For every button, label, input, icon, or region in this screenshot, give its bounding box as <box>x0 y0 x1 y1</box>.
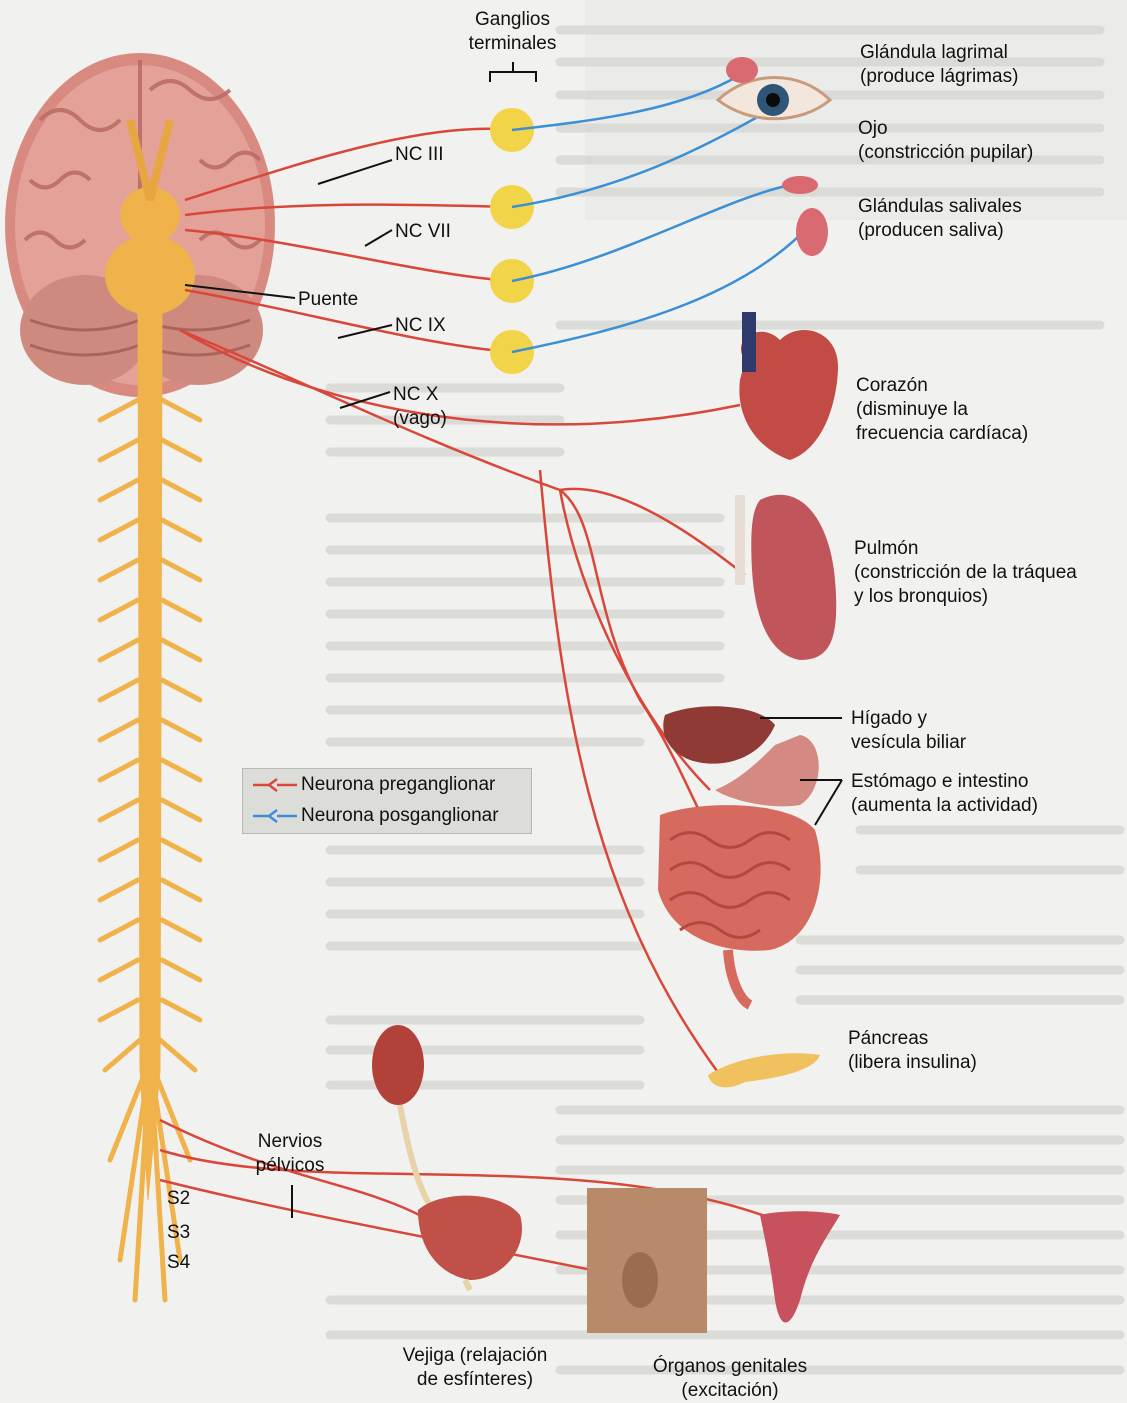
legend: Neurona preganglionar Neurona posganglio… <box>242 768 532 834</box>
label-pulmon-line1: Pulmón <box>854 537 1077 561</box>
label-corazon: Corazón (disminuye la frecuencia cardíac… <box>856 374 1028 446</box>
spinal-cord <box>100 300 200 1300</box>
eye-illustration <box>718 57 830 119</box>
label-higado: Hígado y vesícula biliar <box>851 707 966 755</box>
label-ojo-line2: (constricción pupilar) <box>858 141 1033 165</box>
label-ganglios-line2: terminales <box>455 32 570 56</box>
legend-item-posganglionar: Neurona posganglionar <box>243 802 531 832</box>
heart-illustration <box>739 312 838 460</box>
label-ganglios-line1: Ganglios <box>455 8 570 32</box>
label-corazon-line1: Corazón <box>856 374 1028 398</box>
lung-illustration <box>735 495 836 660</box>
label-glandula-lagrimal-line1: Glándula lagrimal <box>860 41 1018 65</box>
label-s2: S2 <box>167 1187 190 1211</box>
label-ganglios-terminales: Ganglios terminales <box>455 8 570 56</box>
label-glandula-lagrimal-line2: (produce lágrimas) <box>860 65 1018 89</box>
ganglia-bracket <box>490 62 536 82</box>
label-nc-iii: NC III <box>395 143 444 167</box>
label-pancreas: Páncreas (libera insulina) <box>848 1027 977 1075</box>
label-nervios-pelvicos-line1: Nervios <box>240 1130 340 1154</box>
label-nervios-pelvicos: Nervios pélvicos <box>240 1130 340 1178</box>
label-glandulas-salivales: Glándulas salivales (producen saliva) <box>858 195 1022 243</box>
label-vejiga-line2: de esfínteres) <box>380 1368 570 1392</box>
label-ojo: Ojo (constricción pupilar) <box>858 117 1033 165</box>
bladder-illustration <box>372 1025 522 1290</box>
label-higado-line2: vesícula biliar <box>851 731 966 755</box>
genitals-illustration <box>587 1188 840 1333</box>
digestive-organs-illustration <box>658 706 821 1005</box>
label-higado-line1: Hígado y <box>851 707 966 731</box>
label-glandula-lagrimal: Glándula lagrimal (produce lágrimas) <box>860 41 1018 89</box>
label-pancreas-line1: Páncreas <box>848 1027 977 1051</box>
label-pulmon-line2: (constricción de la tráquea <box>854 561 1077 585</box>
label-estomago-line1: Estómago e intestino <box>851 770 1038 794</box>
label-nc-x-line2: (vago) <box>393 407 447 431</box>
label-s3: S3 <box>167 1221 190 1245</box>
label-glandulas-salivales-line1: Glándulas salivales <box>858 195 1022 219</box>
label-corazon-line2: (disminuye la <box>856 398 1028 422</box>
label-s4: S4 <box>167 1251 190 1275</box>
label-genitales-line2: (excitación) <box>630 1379 830 1403</box>
label-puente: Puente <box>298 288 358 312</box>
label-nervios-pelvicos-line2: pélvicos <box>240 1154 340 1178</box>
label-genitales: Órganos genitales (excitación) <box>630 1355 830 1403</box>
label-genitales-line1: Órganos genitales <box>630 1355 830 1379</box>
label-nc-ix: NC IX <box>395 314 446 338</box>
label-vejiga: Vejiga (relajación de esfínteres) <box>380 1344 570 1392</box>
label-vejiga-line1: Vejiga (relajación <box>380 1344 570 1368</box>
terminal-ganglia <box>490 108 534 374</box>
postganglionic-legend-icon <box>249 806 299 826</box>
label-pancreas-line2: (libera insulina) <box>848 1051 977 1075</box>
preganglionic-legend-icon <box>249 775 299 795</box>
legend-item-preganglionar: Neurona preganglionar <box>243 771 531 801</box>
label-pulmon: Pulmón (constricción de la tráquea y los… <box>854 537 1077 609</box>
label-glandulas-salivales-line2: (producen saliva) <box>858 219 1022 243</box>
label-corazon-line3: frecuencia cardíaca) <box>856 422 1028 446</box>
label-ojo-line1: Ojo <box>858 117 1033 141</box>
label-nc-x-line1: NC X <box>393 383 447 407</box>
label-nc-x: NC X (vago) <box>393 383 447 431</box>
legend-label-posganglionar: Neurona posganglionar <box>301 805 499 827</box>
legend-label-preganglionar: Neurona preganglionar <box>301 774 495 796</box>
pancreas-illustration <box>708 1053 820 1087</box>
label-nc-vii: NC VII <box>395 220 451 244</box>
label-pulmon-line3: y los bronquios) <box>854 585 1077 609</box>
label-estomago-line2: (aumenta la actividad) <box>851 794 1038 818</box>
label-estomago: Estómago e intestino (aumenta la activid… <box>851 770 1038 818</box>
